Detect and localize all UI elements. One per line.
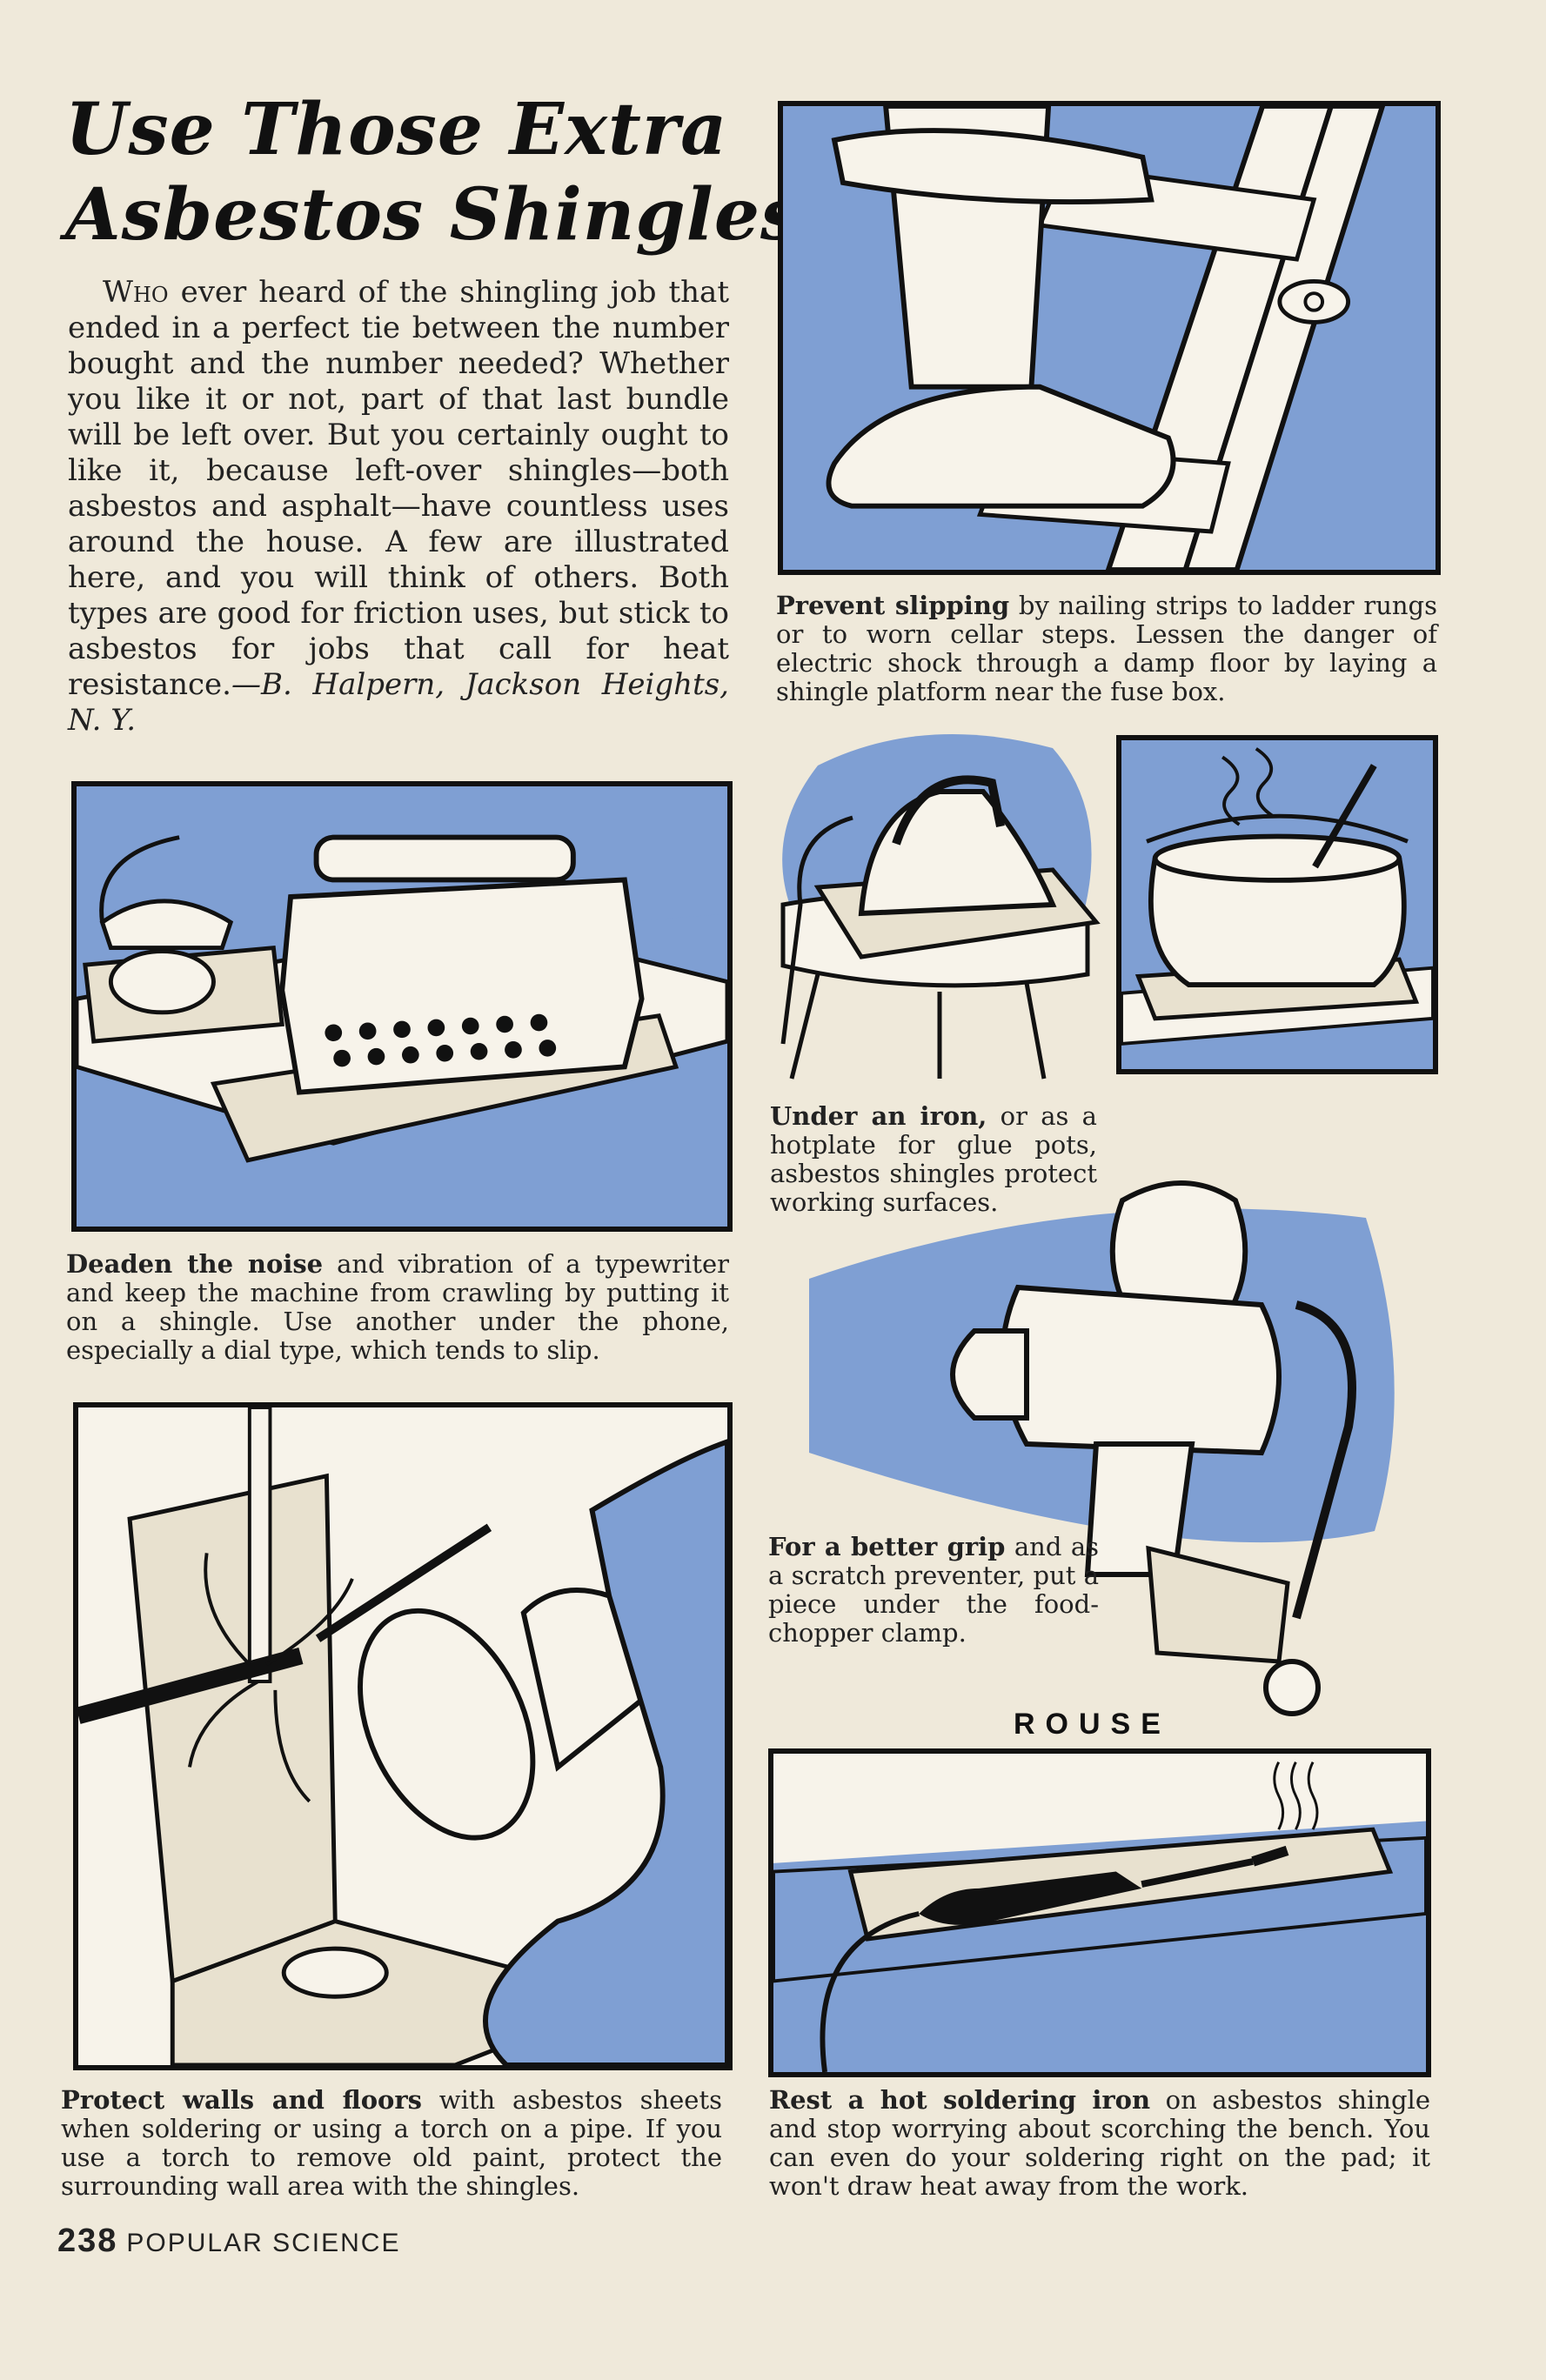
article-title: Use Those Extra Asbestos Shingles <box>65 87 802 257</box>
artist-signature: ROUSE <box>1014 1708 1171 1741</box>
page-number: 238 <box>57 2223 118 2259</box>
caption-ladder-bold: Prevent slipping <box>776 591 1010 620</box>
typewriter-illustration <box>71 781 733 1232</box>
caption-ladder: Prevent slipping by nailing strips to la… <box>776 592 1437 706</box>
caption-soldering-text: on asbestos shingle and stop worrying ab… <box>769 2085 1430 2201</box>
caption-chopper-bold: For a better grip <box>768 1532 1006 1561</box>
caption-soldering: Rest a hot soldering iron on asbestos sh… <box>769 2086 1430 2201</box>
ladder-illustration <box>778 101 1441 575</box>
soldering-illustration <box>768 1748 1431 2077</box>
caption-typewriter-text: and vibration of a typewriter and keep t… <box>66 1249 730 1365</box>
intro-paragraph: Who ever heard of the shingling job that… <box>68 275 729 739</box>
caption-ladder-text: by nailing strips to ladder rungs or to … <box>776 591 1437 706</box>
chopper-illustration <box>809 1166 1444 1722</box>
caption-torch-bold: Protect walls and floors <box>61 2085 422 2115</box>
caption-iron: Under an iron, or as a hotplate for glue… <box>770 1102 1097 1217</box>
gluepot-illustration <box>1116 735 1438 1074</box>
caption-chopper-text: and as a scratch preventer, put a piece … <box>768 1532 1099 1648</box>
title-line-2: Asbestos Shingles <box>65 173 802 257</box>
magazine-name: POPULAR SCIENCE <box>126 2229 401 2257</box>
intro-lead: Who <box>103 275 169 310</box>
caption-iron-text: or as a hotplate for glue pots, asbestos… <box>770 1101 1097 1217</box>
caption-typewriter-bold: Deaden the noise <box>66 1249 324 1279</box>
byline: —B. Halpern, Jackson Heights, N. Y. <box>68 667 729 738</box>
caption-typewriter: Deaden the noise and vibration of a type… <box>66 1250 729 1365</box>
caption-iron-bold: Under an iron, <box>770 1101 987 1131</box>
caption-torch: Protect walls and floors with asbestos s… <box>61 2086 722 2201</box>
torch-illustration <box>73 1402 733 2070</box>
intro-text: ever heard of the shingling job that end… <box>68 275 729 702</box>
caption-torch-text: with asbestos sheets when soldering or u… <box>61 2085 723 2201</box>
caption-chopper: For a better grip and as a scratch preve… <box>768 1533 1099 1648</box>
caption-soldering-bold: Rest a hot soldering iron <box>769 2085 1151 2115</box>
title-line-1: Use Those Extra <box>65 88 728 171</box>
page-footer: 238 POPULAR SCIENCE <box>57 2223 400 2260</box>
iron-illustration <box>766 713 1112 1086</box>
